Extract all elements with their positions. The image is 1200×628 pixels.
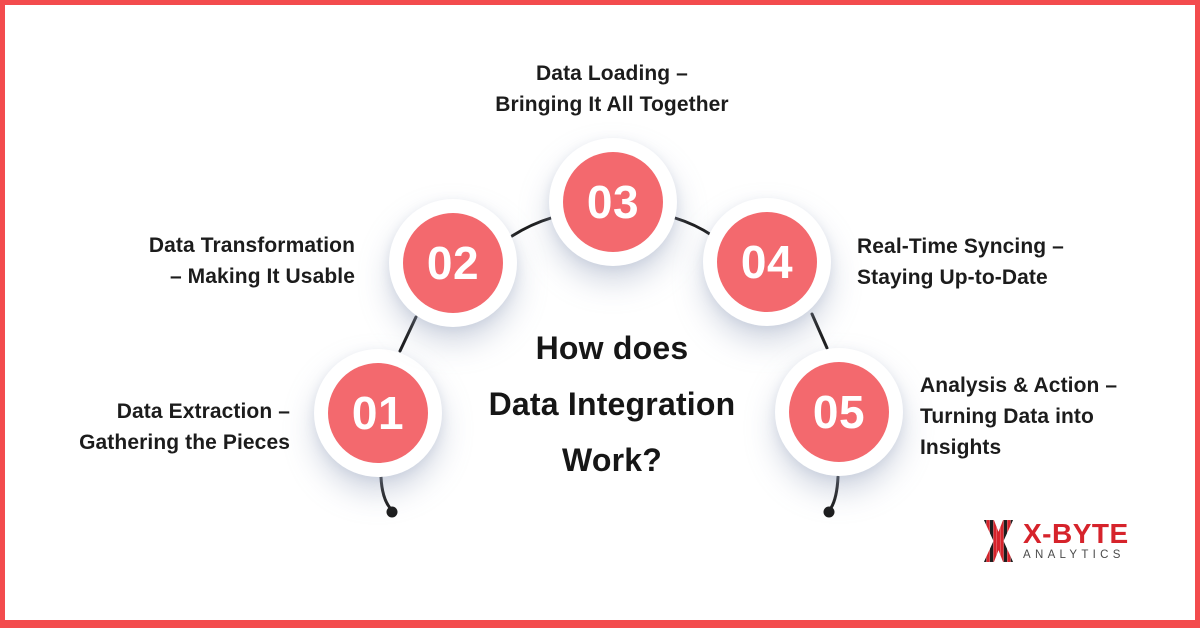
- step-label-2-line-2: – Making It Usable: [169, 265, 355, 288]
- brand-logo: X-BYTE ANALYTICS: [983, 519, 1129, 563]
- step-label-4-line-2: Staying Up-to-Date: [857, 266, 1048, 289]
- page-title-line-1: How does: [535, 330, 689, 366]
- connector-04-05: [810, 312, 829, 350]
- step-label-5-line-2: Turning Data into: [920, 405, 1094, 428]
- step-label-1: Data Extraction – Gathering the Pieces: [0, 396, 290, 458]
- step-label-1-line-2: Gathering the Pieces: [79, 431, 290, 454]
- step-circle-5: 05: [775, 348, 903, 476]
- step-circle-2-disc: 02: [403, 213, 503, 313]
- step-circle-4-disc: 04: [717, 212, 817, 312]
- step-label-2-line-1: Data Transformation: [148, 234, 355, 257]
- step-circle-1-disc: 01: [328, 363, 428, 463]
- page-title-line-2: Data Integration: [488, 386, 736, 422]
- step-circle-3-disc: 03: [563, 152, 663, 252]
- arc-tail-right: [829, 475, 840, 510]
- step-number-1: 01: [351, 387, 405, 439]
- page-title: How does Data Integration Work?: [362, 320, 862, 488]
- step-circle-3: 03: [549, 138, 677, 266]
- arc-tail-left: [379, 475, 392, 510]
- step-label-4: Real-Time Syncing – Staying Up-to-Date: [857, 231, 1147, 293]
- page-title-line-3: Work?: [562, 442, 662, 478]
- step-label-5-line-3: Insights: [920, 436, 1002, 459]
- step-label-1-line-1: Data Extraction –: [116, 400, 290, 423]
- step-circle-1: 01: [314, 349, 442, 477]
- step-label-3-line-1: Data Loading –: [536, 62, 688, 85]
- step-label-3-line-2: Bringing It All Together: [495, 93, 729, 116]
- step-number-4: 04: [740, 236, 794, 288]
- step-number-2: 02: [426, 237, 480, 289]
- step-number-5: 05: [812, 386, 866, 438]
- brand-subtitle: ANALYTICS: [1023, 549, 1125, 561]
- step-label-2: Data Transformation – Making It Usable: [55, 230, 355, 292]
- arc-end-dot-left: [386, 506, 398, 518]
- connector-02-01: [398, 315, 418, 353]
- step-circle-2: 02: [389, 199, 517, 327]
- step-circle-4: 04: [703, 198, 831, 326]
- step-label-3: Data Loading – Bringing It All Together: [432, 58, 792, 120]
- connector-03-04: [673, 216, 715, 238]
- step-label-5-line-1: Analysis & Action –: [920, 374, 1118, 397]
- step-number-3: 03: [586, 176, 640, 228]
- arc-end-dot-right: [823, 506, 835, 518]
- brand-name: X-BYTE: [1023, 518, 1129, 549]
- brand-logo-text: X-BYTE ANALYTICS: [1023, 520, 1129, 562]
- x-byte-monogram-icon: [983, 520, 1014, 562]
- step-label-4-line-1: Real-Time Syncing –: [857, 235, 1064, 258]
- step-circle-5-disc: 05: [789, 362, 889, 462]
- connector-02-03: [510, 216, 553, 238]
- step-label-5: Analysis & Action – Turning Data into In…: [920, 370, 1160, 463]
